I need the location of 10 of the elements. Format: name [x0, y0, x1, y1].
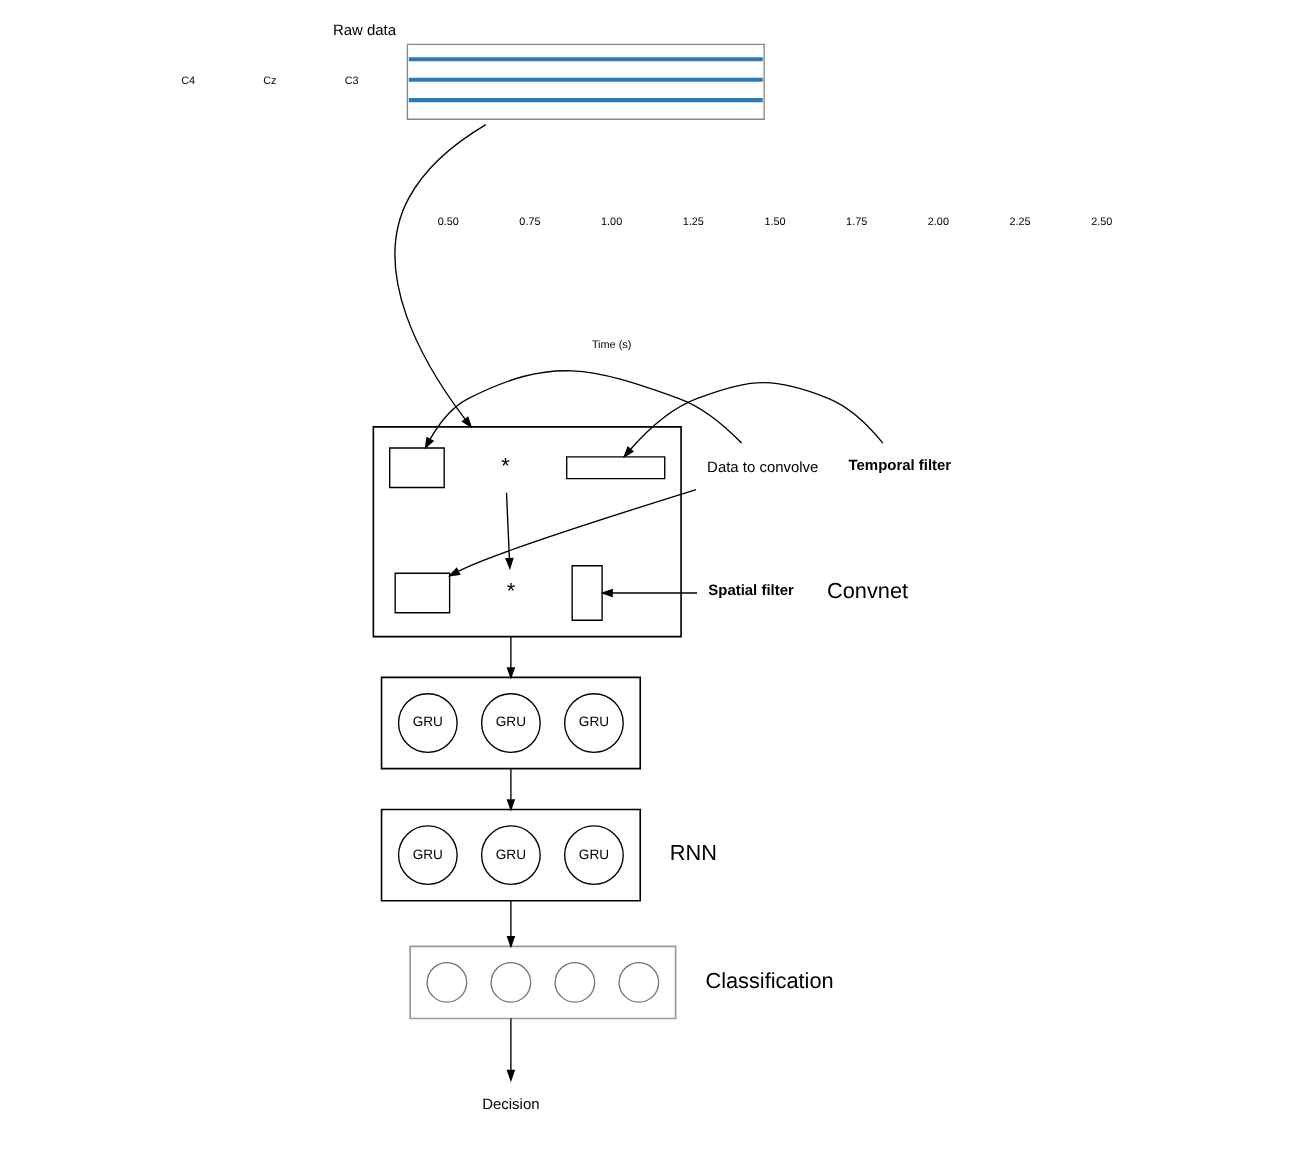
node-text: * — [501, 454, 510, 479]
label: Convnet — [827, 580, 909, 605]
node-text: Decision — [482, 1094, 540, 1113]
node-text: Spatial filter — [708, 581, 794, 600]
label: Classification — [705, 969, 834, 994]
node-text: Temporal filter — [848, 456, 952, 475]
label: RNN — [669, 842, 717, 867]
node-text: * — [506, 580, 516, 605]
node-label: Raw data — [332, 20, 397, 39]
node-text: Data to convolve — [707, 457, 819, 476]
